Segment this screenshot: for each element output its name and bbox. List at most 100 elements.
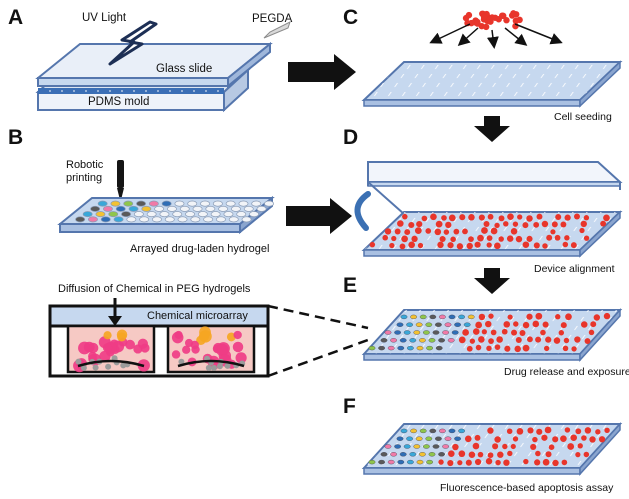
cell-dot <box>560 435 567 442</box>
drug-spot <box>447 338 455 343</box>
panel-label-f: F <box>343 395 356 418</box>
cell-dot <box>441 215 447 221</box>
drug-spot <box>403 444 411 449</box>
cell-dot <box>466 242 473 250</box>
hydrogel-spot <box>172 211 183 218</box>
inset-grey-cell <box>105 363 112 370</box>
drug-spot <box>448 314 456 320</box>
cell-dot <box>495 459 501 466</box>
diffusion-inset <box>48 298 270 378</box>
cell-dot <box>551 221 558 228</box>
cell-dot <box>486 235 493 241</box>
cell-dot <box>570 242 577 249</box>
cell-dot <box>498 236 504 242</box>
hydrogel-spot <box>146 211 157 218</box>
hydrogel-spot <box>210 211 221 218</box>
cell-dot <box>573 213 580 220</box>
cell-dot <box>560 221 567 228</box>
cell-dot <box>536 428 543 435</box>
drug-spot <box>448 428 456 434</box>
hydrogel-spot <box>185 211 195 218</box>
drug-spot <box>415 322 423 327</box>
panel-e-slide <box>361 308 623 362</box>
inset-cell <box>174 330 183 339</box>
drug-spot <box>463 322 471 327</box>
cell-dot <box>450 236 456 243</box>
chemical-microarray-label: Chemical microarray <box>147 310 248 322</box>
inset-cell <box>184 338 194 348</box>
inset-cell <box>125 339 135 350</box>
drug-spot <box>410 314 417 320</box>
drug-spot <box>425 322 433 327</box>
cell-dot <box>600 220 607 227</box>
drug-spot <box>390 452 397 457</box>
drug-spot <box>458 428 465 434</box>
cell-dot <box>533 242 540 249</box>
cell-dot <box>456 243 464 250</box>
hydrogel-spot <box>161 200 172 207</box>
cell-dot <box>486 345 492 352</box>
cell-dot <box>483 221 490 228</box>
cell-dot <box>512 221 519 227</box>
inset-grey-cell <box>205 364 212 371</box>
cell-dot <box>567 443 575 450</box>
cell-dot <box>522 344 530 352</box>
cell-dot <box>421 215 428 222</box>
cell-dot <box>490 227 498 235</box>
cell-dot <box>468 451 476 458</box>
drug-spot <box>442 330 449 335</box>
hydrogel-spot <box>110 200 121 207</box>
drug-spot <box>403 330 411 335</box>
cell-dot <box>474 241 481 248</box>
hydrogel-spot <box>230 205 241 212</box>
drug-spot <box>426 459 433 465</box>
cell-dot <box>515 336 522 343</box>
cell-dot <box>534 459 541 466</box>
zoom-line-top <box>267 304 369 330</box>
cell-dot <box>554 234 561 241</box>
cell-dot <box>487 213 494 220</box>
drug-spot <box>397 459 405 465</box>
drug-spot <box>438 428 446 434</box>
cell-dot <box>535 450 541 457</box>
cell-dot <box>475 344 482 351</box>
cell-dot <box>536 213 543 220</box>
caption-device-alignment: Device alignment <box>534 263 615 275</box>
inset-cell <box>217 342 230 355</box>
cell-dot <box>523 458 529 465</box>
hydrogel-spot <box>97 200 108 207</box>
hydrogel-spot <box>223 211 234 218</box>
hydrogel-spot <box>139 216 150 223</box>
cell-dot <box>445 221 452 229</box>
drug-spot <box>409 338 417 343</box>
cell-dot <box>408 221 415 229</box>
hydrogel-spot <box>154 205 165 212</box>
cell-dot <box>562 345 569 352</box>
hydrogel-spot <box>126 216 137 223</box>
cell-dot <box>448 214 456 222</box>
drug-spot <box>418 338 426 343</box>
hydrogel-spot <box>133 211 144 218</box>
hydrogel-spot <box>238 200 249 207</box>
hydrogel-spot <box>151 216 162 223</box>
drug-spot <box>378 459 385 465</box>
drug-spot <box>435 345 443 351</box>
cell-dot <box>474 18 481 26</box>
cell-dot <box>402 213 408 220</box>
drug-spot <box>428 338 436 343</box>
cell-dot <box>501 328 508 335</box>
cell-dot <box>513 321 519 327</box>
hydrogel-spot <box>108 211 119 218</box>
cell-dot <box>542 321 549 328</box>
cell-dot <box>589 436 596 443</box>
drug-spot <box>458 314 465 320</box>
cell-dot <box>579 227 585 234</box>
hydrogel-spot <box>141 205 152 212</box>
cell-dot <box>526 336 533 343</box>
hydrogel-spot <box>115 205 126 212</box>
hydrogel-spot <box>164 216 175 223</box>
drug-spot <box>396 322 404 327</box>
cell-dot <box>532 436 538 443</box>
cell-dot <box>533 221 540 228</box>
zoom-line-bottom <box>267 338 369 378</box>
